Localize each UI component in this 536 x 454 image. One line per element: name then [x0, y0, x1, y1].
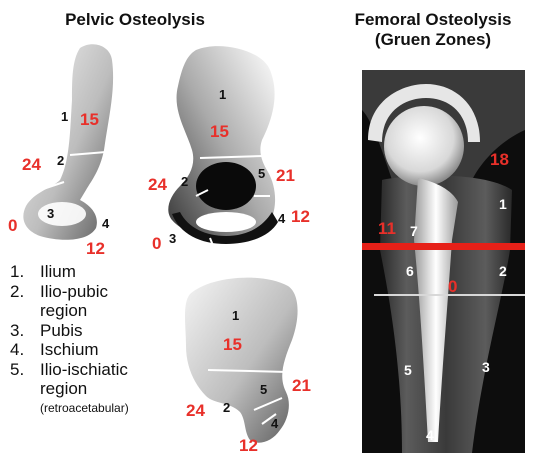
- gruen-zone-2: 2: [499, 263, 507, 279]
- legend-label: Ilio-pubic: [40, 282, 108, 302]
- pelvis-view-1-value-ischium: 12: [86, 239, 105, 258]
- pelvis-view-1-value-iliopubic: 24: [22, 155, 41, 174]
- femur-xray-image: 1 2 3 4 5 6 7 18 0 11: [362, 70, 525, 453]
- pelvis-view-2: [168, 46, 278, 248]
- legend-item-5: 5. Ilio-ischiatic: [10, 360, 129, 380]
- legend-label: Ischium: [40, 340, 99, 360]
- pelvis-view-2-value-ilium: 15: [210, 122, 229, 141]
- pelvis-view-2-zone-5: 5: [258, 166, 265, 181]
- legend-number: 5.: [10, 360, 40, 380]
- legend-label: region: [40, 379, 87, 399]
- pelvis-view-1-zone-1: 1: [61, 109, 68, 124]
- legend-item-4: 4. Ischium: [10, 340, 129, 360]
- gruen-zone-6: 6: [406, 263, 414, 279]
- pelvis-view-1-value-ilium: 15: [80, 110, 99, 129]
- pelvis-view-1: [23, 44, 113, 240]
- pelvis-view-2-value-ilioischiatic: 21: [276, 166, 295, 185]
- legend-label: region: [40, 301, 87, 321]
- gruen-zone-4: 4: [426, 427, 434, 443]
- gruen-zone-5: 5: [404, 362, 412, 378]
- pelvis-view-1-zone-2: 2: [57, 153, 64, 168]
- pelvis-view-2-value-pubis: 0: [152, 234, 161, 253]
- pelvis-view-1-value-pubis: 0: [8, 216, 17, 235]
- legend-note: (retroacetabular): [40, 399, 129, 419]
- xray-red-divider: [362, 243, 525, 250]
- legend-number: 2.: [10, 282, 40, 302]
- pelvis-view-2-acetabulum: [196, 162, 256, 210]
- pelvis-view-2-zone-4: 4: [278, 211, 286, 226]
- legend-number: 4.: [10, 340, 40, 360]
- legend-item-3: 3. Pubis: [10, 321, 129, 341]
- pelvis-view-3-zone-2: 2: [223, 400, 230, 415]
- pelvis-view-3-zone-4: 4: [271, 416, 279, 431]
- legend-number: 1.: [10, 262, 40, 282]
- pelvis-view-2-foramen: [196, 212, 256, 232]
- pelvis-view-2-zone-2: 2: [181, 174, 188, 189]
- xray-femoral-head: [384, 106, 464, 186]
- gruen-zone-3: 3: [482, 359, 490, 375]
- legend-label: Pubis: [40, 321, 83, 341]
- pelvis-view-3-value-iliopubic: 24: [186, 401, 205, 420]
- pelvis-view-1-foramen: [38, 202, 86, 226]
- legend-number: 3.: [10, 321, 40, 341]
- gruen-value-zone-1: 18: [490, 150, 509, 169]
- pelvis-view-2-value-iliopubic: 24: [148, 175, 167, 194]
- pelvis-view-3-zone-5: 5: [260, 382, 267, 397]
- legend-item-1: 1. Ilium: [10, 262, 129, 282]
- legend: 1. Ilium 2. Ilio-pubic region 3. Pubis 4…: [10, 262, 129, 418]
- pelvis-view-1-zone-3: 3: [47, 206, 54, 221]
- legend-label: Ilio-ischiatic: [40, 360, 128, 380]
- pelvis-view-2-zone-1: 1: [219, 87, 226, 102]
- legend-item-2-cont: region: [10, 301, 129, 321]
- legend-item-2: 2. Ilio-pubic: [10, 282, 129, 302]
- legend-label: Ilium: [40, 262, 76, 282]
- gruen-value-stem: 0: [448, 277, 457, 296]
- gruen-zone-1: 1: [499, 196, 507, 212]
- gruen-zone-7: 7: [410, 223, 418, 239]
- femur-xray: 1 2 3 4 5 6 7 18 0 11: [362, 70, 525, 453]
- pelvis-view-3-value-ischium: 12: [239, 436, 258, 454]
- pelvis-view-3-value-ilium: 15: [223, 335, 242, 354]
- pelvis-view-3-value-ilioischiatic: 21: [292, 376, 311, 395]
- pelvis-view-3-zone-1: 1: [232, 308, 239, 323]
- gruen-value-zone-7: 11: [378, 219, 396, 238]
- legend-item-5-cont: region: [10, 379, 129, 399]
- pelvis-view-2-zone-3: 3: [169, 231, 176, 246]
- pelvis-view-2-value-ischium: 12: [291, 207, 310, 226]
- pelvis-view-1-zone-4: 4: [102, 216, 110, 231]
- pelvis-view-2-bone: [168, 46, 275, 241]
